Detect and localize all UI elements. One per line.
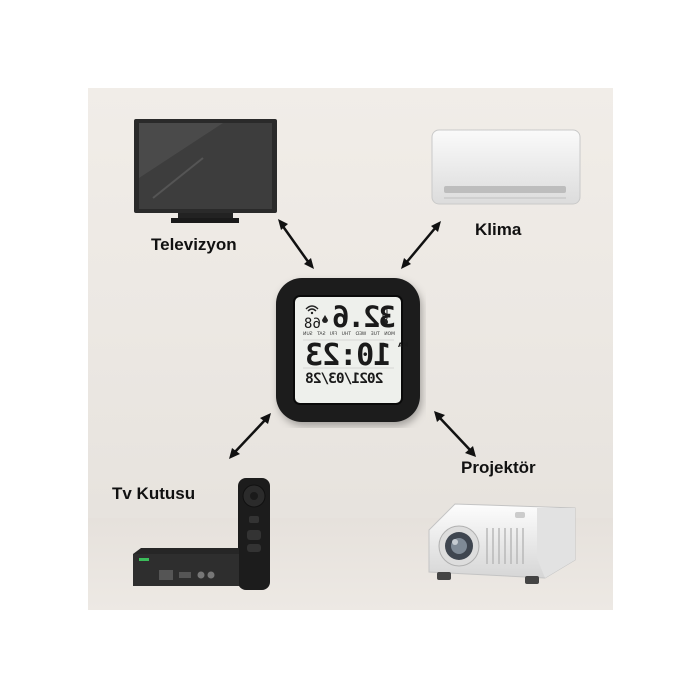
arrow-tv xyxy=(276,219,316,269)
ir-hub-device: 68 32.6 MON TUE WED THU FRI SAT SUN AM 1… xyxy=(270,272,426,428)
weekday-thu: THU xyxy=(341,332,351,337)
set-top-box-icon xyxy=(133,548,239,586)
projector-icon xyxy=(425,498,581,584)
tv-box-and-remote xyxy=(133,478,278,590)
projector-label: Projektör xyxy=(461,458,536,477)
weekday-sun: SUN xyxy=(303,332,313,337)
television-icon xyxy=(133,118,278,224)
remote-control-icon xyxy=(238,478,270,590)
lcd-ampm: AM xyxy=(398,342,409,349)
lcd-weekdays: MON TUE WED THU FRI SAT SUN xyxy=(303,332,395,337)
arrow-ac xyxy=(400,221,442,269)
humidity-drop-icon xyxy=(322,315,328,323)
ac-label: Klima xyxy=(475,220,522,239)
lcd-time: 10:23 xyxy=(306,338,392,373)
air-conditioner-icon xyxy=(430,128,582,208)
tvbox-label: Tv Kutusu xyxy=(112,484,196,503)
thermometer-icon xyxy=(382,307,388,325)
arrow-projector xyxy=(433,411,477,457)
weekday-sat: SAT xyxy=(317,332,326,337)
wifi-icon xyxy=(305,305,319,315)
weekday-fri: FRI xyxy=(330,332,338,337)
weekday-mon: MON xyxy=(384,332,395,337)
lcd-date: 2021/03/28 xyxy=(306,371,384,387)
weekday-wed: WED xyxy=(355,332,367,337)
arrow-tvbox xyxy=(228,413,272,459)
lcd-temperature: 32.6 xyxy=(334,300,396,334)
weekday-tue: TUE xyxy=(370,332,380,337)
lcd-humidity: 68 xyxy=(304,316,321,332)
tv-label: Televizyon xyxy=(151,235,237,254)
